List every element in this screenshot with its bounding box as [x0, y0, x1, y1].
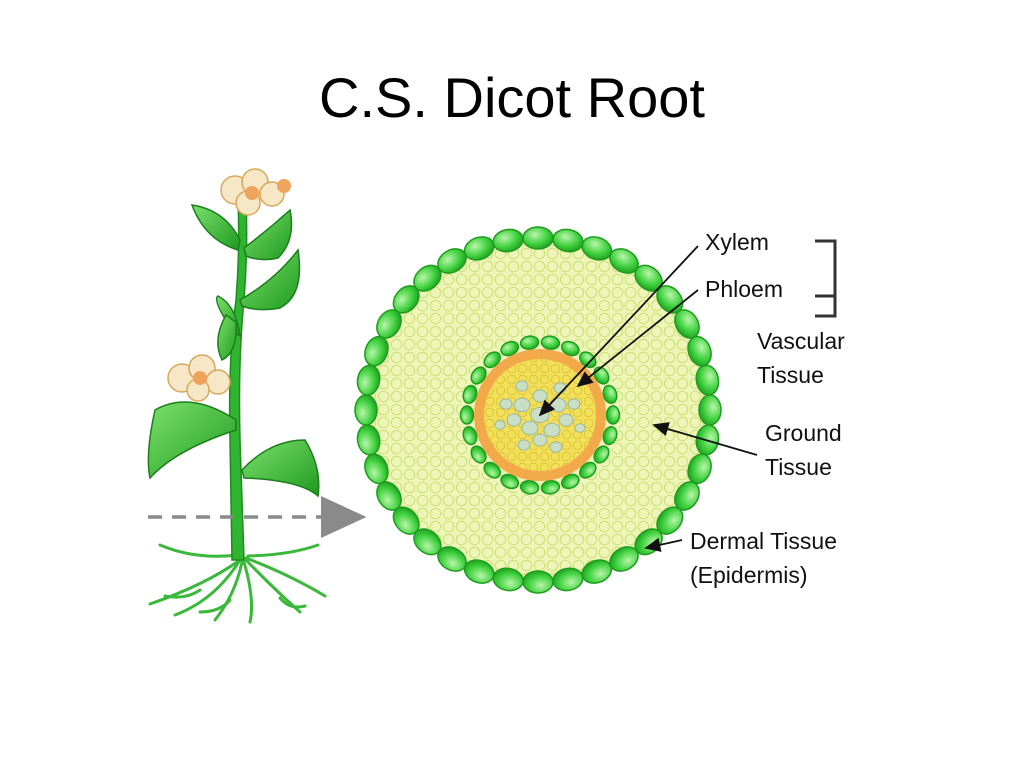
leaf-lower-left — [147, 401, 237, 480]
label-ground-line1: Ground — [765, 420, 842, 446]
plant-illustration — [147, 168, 327, 624]
root-cross-section — [354, 226, 722, 594]
xylem-vessel — [558, 413, 574, 427]
label-dermal-line1: Dermal Tissue — [690, 528, 837, 554]
label-dermal-line2: (Epidermis) — [690, 562, 808, 588]
label-phloem: Phloem — [705, 276, 783, 302]
xylem-vessel — [532, 389, 548, 403]
vascular-cylinder — [459, 335, 621, 495]
label-ground-line2: Tissue — [765, 454, 832, 480]
leaf-upper-left — [190, 204, 241, 251]
xylem-vessel — [515, 380, 529, 392]
endodermis-cell — [500, 340, 520, 357]
leaf-lower-right — [241, 439, 320, 498]
stem — [228, 199, 248, 561]
epidermis-cell — [354, 394, 378, 426]
xylem-vessel — [574, 423, 586, 433]
epidermis-cell — [695, 364, 720, 396]
xylem-vessel — [494, 420, 506, 430]
xylem-vessel — [499, 398, 513, 410]
xylem-vessel — [513, 397, 531, 413]
epidermis-cell — [522, 226, 554, 250]
endodermis-cell — [500, 473, 520, 490]
epidermis-cell — [698, 394, 722, 426]
label-vascular-line2: Tissue — [757, 362, 824, 388]
slide-title: C.S. Dicot Root — [319, 66, 705, 129]
endodermis-cell — [540, 335, 561, 351]
endodermis-cell — [470, 366, 487, 385]
flower-middle — [167, 354, 231, 402]
endodermis-cell — [459, 405, 475, 425]
endodermis-cell — [579, 461, 597, 479]
xylem-vessel — [567, 398, 581, 410]
flower-top — [220, 168, 291, 216]
label-xylem: Xylem — [705, 229, 769, 255]
xylem-vessel — [506, 413, 522, 427]
epidermis-cell — [522, 570, 554, 594]
endodermis-cell — [593, 445, 610, 464]
endodermis-cell — [602, 384, 618, 404]
xylem-vessel — [521, 420, 539, 436]
endodermis-cell — [462, 426, 478, 446]
endodermis-cell — [483, 461, 501, 479]
endodermis-cell — [470, 445, 487, 464]
endodermis-cell — [579, 351, 597, 369]
xylem-vessel — [532, 433, 548, 447]
xylem-vessels — [494, 380, 586, 453]
endodermis-cell — [602, 426, 618, 446]
xylem-vessel — [517, 439, 531, 451]
endodermis-cell — [560, 473, 580, 490]
leaf-small — [217, 313, 237, 362]
xylem-vessel — [549, 441, 563, 453]
annotation-leaders — [538, 239, 837, 552]
endodermis-cell — [560, 340, 580, 357]
endodermis-cell — [519, 335, 540, 351]
leaf-mid-right — [239, 248, 301, 311]
endodermis-cell — [462, 384, 478, 404]
endodermis-cell — [540, 479, 561, 495]
epidermis-ring — [354, 226, 722, 594]
endodermis-cell — [483, 351, 501, 369]
endodermis-ring — [459, 335, 621, 495]
xylem-vessel — [543, 422, 561, 438]
endodermis-cell — [519, 479, 540, 495]
label-vascular-line1: Vascular — [757, 328, 845, 354]
roots — [148, 543, 327, 624]
leaf-upper-right — [243, 208, 293, 261]
xylem-vessel — [549, 397, 567, 413]
endodermis-cell — [605, 405, 621, 425]
